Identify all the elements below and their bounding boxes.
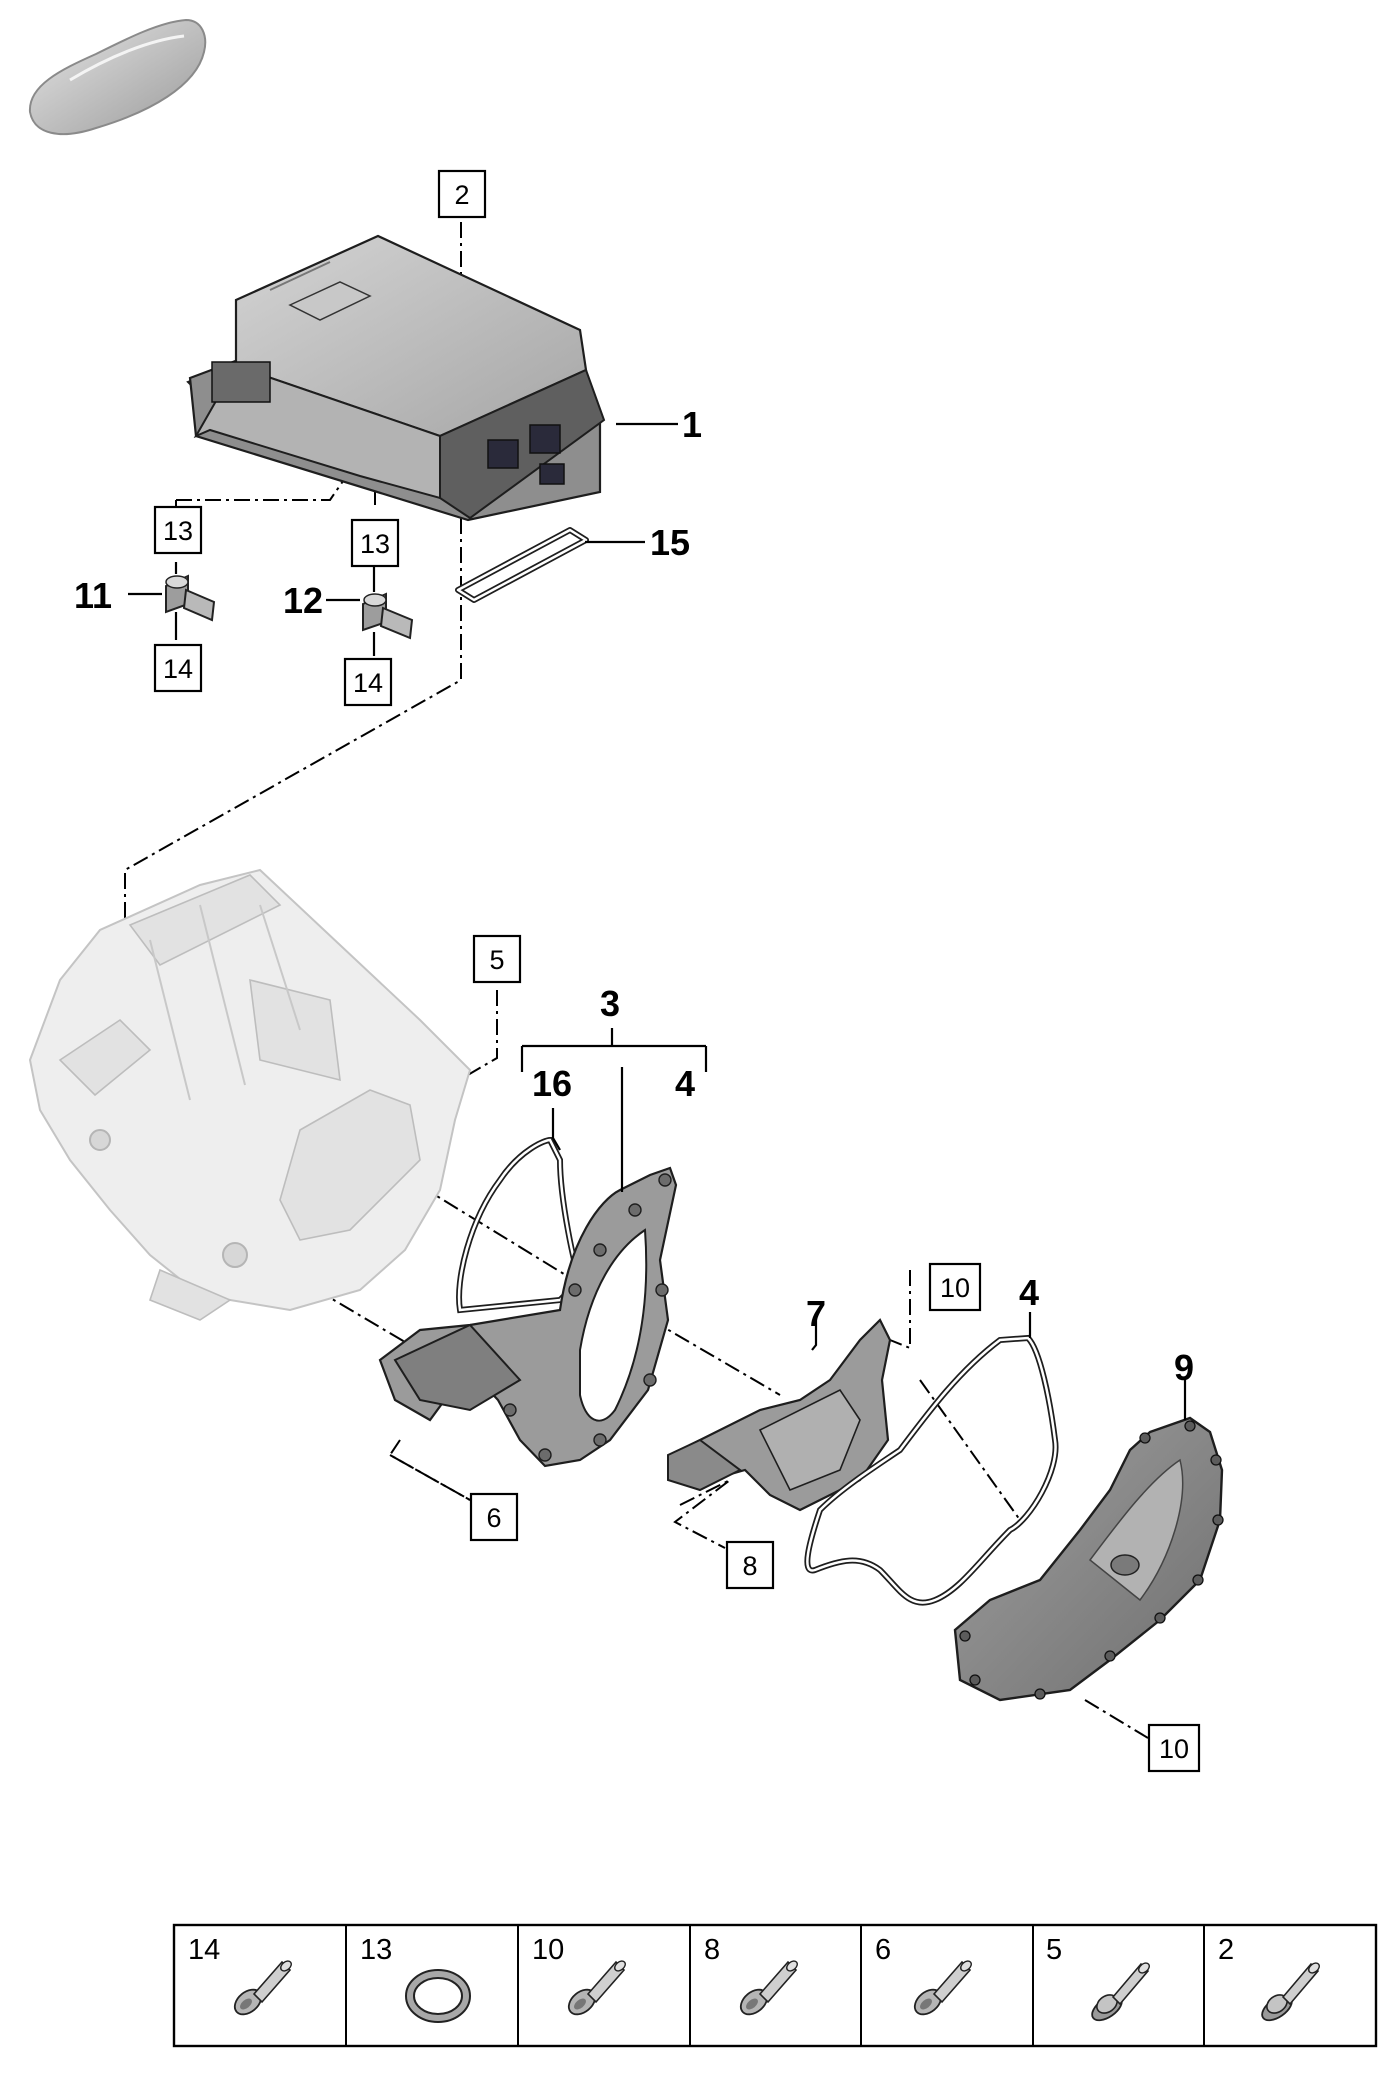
fastener-table: 14 13 10 8 6 5 2 xyxy=(172,1923,1378,2048)
intermediate-plate-part-3 xyxy=(378,1166,678,1468)
boxed-ref-10-bottom: 10 xyxy=(1147,1723,1201,1773)
boxed-ref-8: 8 xyxy=(725,1540,775,1590)
svg-text:10: 10 xyxy=(1159,1734,1189,1764)
table-cell-number: 2 xyxy=(1218,1934,1234,1966)
coolant-fitting-part-11 xyxy=(165,574,216,622)
boxed-ref-2: 2 xyxy=(437,169,487,219)
callout-12: 12 xyxy=(283,580,323,621)
table-cell-8: 8 xyxy=(704,1934,801,2021)
svg-text:14: 14 xyxy=(163,654,193,684)
callout-7: 7 xyxy=(806,1293,826,1334)
table-cell-10: 10 xyxy=(532,1934,629,2021)
callout-11: 11 xyxy=(74,575,112,616)
svg-text:14: 14 xyxy=(353,668,383,698)
boxed-ref-13-left: 13 xyxy=(153,505,203,555)
vehicle-thumbnail-icon xyxy=(28,18,207,135)
svg-text:10: 10 xyxy=(940,1273,970,1303)
callout-16: 16 xyxy=(532,1063,572,1104)
oil-housing-part-7 xyxy=(667,1318,892,1512)
boxed-ref-6: 6 xyxy=(469,1492,519,1542)
boxed-ref-14-right: 14 xyxy=(343,657,393,707)
boxed-ref-10-top: 10 xyxy=(928,1262,982,1312)
side-cover-part-9 xyxy=(953,1416,1224,1702)
table-cell-number: 14 xyxy=(188,1934,220,1966)
table-cell-6: 6 xyxy=(875,1934,975,2021)
callout-numbers: 1 15 11 12 3 16 4 7 4 9 xyxy=(74,404,1194,1388)
svg-text:8: 8 xyxy=(742,1551,757,1581)
table-cell-number: 13 xyxy=(360,1934,392,1966)
table-cell-2: 2 xyxy=(1218,1934,1323,2027)
callout-15: 15 xyxy=(650,522,690,563)
o-ring-icon xyxy=(405,1969,471,2023)
table-cell-5: 5 xyxy=(1046,1934,1153,2027)
coolant-fitting-part-12 xyxy=(362,592,414,640)
boxed-ref-13-right: 13 xyxy=(350,518,400,568)
gasket-part-4 xyxy=(804,1334,1059,1606)
svg-text:13: 13 xyxy=(163,516,193,546)
svg-text:5: 5 xyxy=(489,945,504,975)
callout-4-top: 4 xyxy=(675,1063,695,1104)
power-electronics-housing xyxy=(186,234,606,522)
table-cell-number: 5 xyxy=(1046,1934,1062,1966)
leader-lines xyxy=(128,422,1187,1420)
callout-9: 9 xyxy=(1174,1347,1194,1388)
callout-3: 3 xyxy=(600,983,620,1024)
svg-text:2: 2 xyxy=(454,180,469,210)
gasket-part-16 xyxy=(456,1136,584,1314)
boxed-ref-5: 5 xyxy=(472,934,522,984)
svg-text:13: 13 xyxy=(360,529,390,559)
svg-text:6: 6 xyxy=(486,1503,501,1533)
transmission-housing-ghost xyxy=(28,868,472,1321)
callout-1: 1 xyxy=(682,404,702,445)
boxed-ref-14-left: 14 xyxy=(153,643,203,693)
table-cell-number: 8 xyxy=(704,1934,720,1966)
table-cell-number: 10 xyxy=(532,1934,564,1966)
table-cell-14: 14 xyxy=(188,1934,295,2021)
boxed-references: 2 13 14 13 14 5 10 6 xyxy=(153,169,1201,1773)
callout-4-right: 4 xyxy=(1019,1272,1039,1313)
table-cell-number: 6 xyxy=(875,1934,891,1966)
seal-ring-part xyxy=(455,527,589,603)
table-cell-13: 13 xyxy=(360,1934,471,2023)
